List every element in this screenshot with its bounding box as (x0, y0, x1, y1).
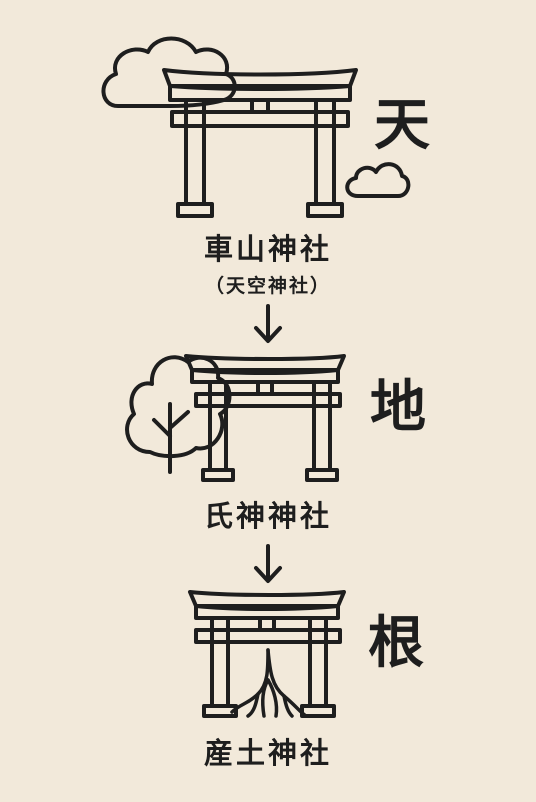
torii-nuki (194, 392, 342, 408)
torii-left-pillar (184, 98, 206, 206)
torii-gate-heaven-icon (162, 68, 358, 218)
torii-gate-root-icon (188, 590, 346, 718)
kanji-heaven: 天 (374, 93, 430, 158)
torii-shimaki (190, 368, 340, 384)
torii-right-base (306, 202, 344, 218)
arrow-down-icon (254, 544, 282, 583)
torii-nuki (170, 110, 350, 128)
torii-left-base (202, 704, 238, 718)
cloud-small-icon (345, 162, 411, 198)
torii-gate-earth-icon (184, 354, 346, 482)
arrow-down-icon (254, 304, 282, 343)
torii-shimaki (168, 84, 352, 102)
roots-icon (230, 648, 308, 718)
torii-left-base (201, 468, 235, 482)
tree-icon (125, 355, 232, 474)
torii-kasagi (188, 590, 346, 611)
torii-right-pillar (314, 98, 336, 206)
shrine-name-heaven: 車山神社 (203, 232, 332, 266)
kanji-earth: 地 (370, 375, 426, 440)
torii-left-base (176, 202, 214, 218)
torii-nuki (194, 628, 342, 644)
shrine-name-root: 産土神社 (203, 736, 332, 770)
kanji-root: 根 (368, 611, 424, 676)
torii-right-base (305, 468, 339, 482)
shrine-subtitle-heaven: （天空神社） (204, 275, 331, 297)
torii-shimaki (194, 604, 340, 620)
shrine-name-earth: 氏神神社 (203, 499, 332, 533)
